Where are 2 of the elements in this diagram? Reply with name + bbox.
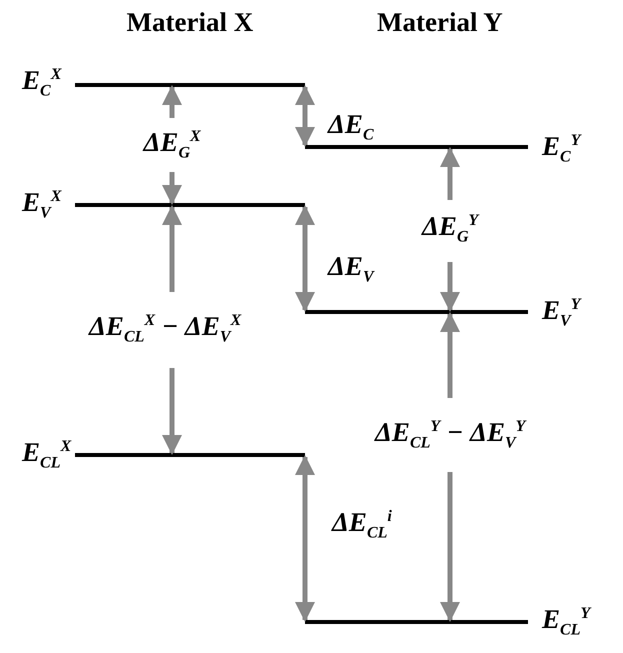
column-heading: Material Y [376,8,504,37]
column-heading: Material X [126,8,254,37]
